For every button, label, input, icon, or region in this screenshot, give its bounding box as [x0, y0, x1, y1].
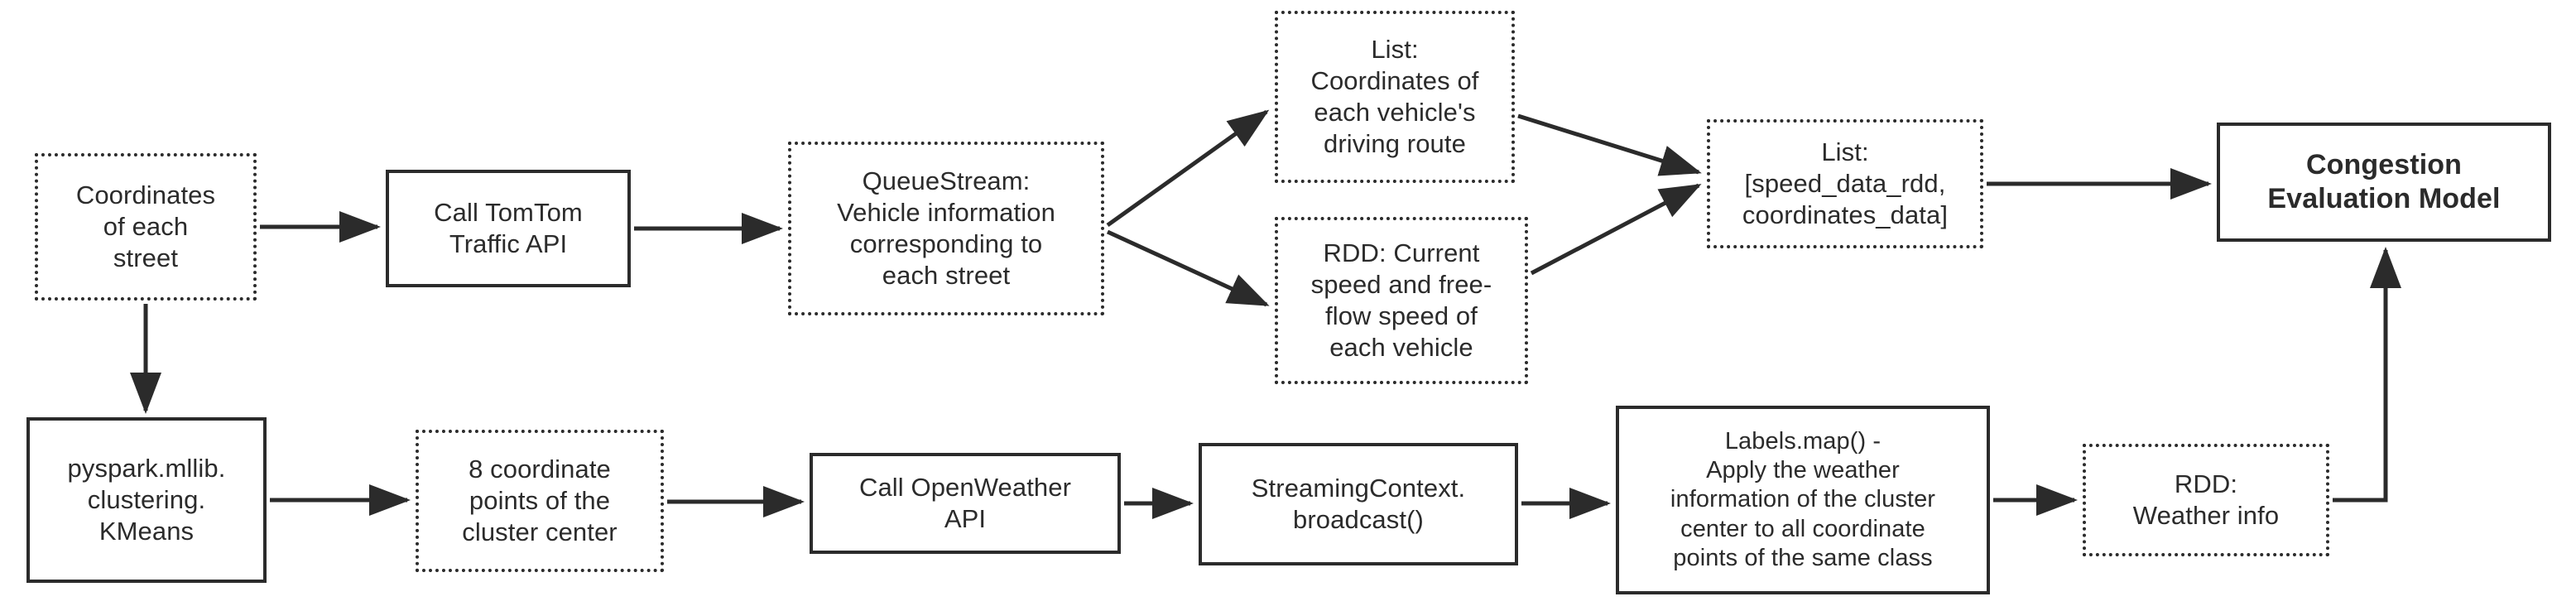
node-label: Call TomTom Traffic API	[434, 198, 583, 258]
node-label: List: [speed_data_rdd, coordinates_data]	[1742, 137, 1949, 229]
node-rdd-weather-info[interactable]: RDD: Weather info	[2083, 444, 2329, 556]
node-label: 8 coordinate points of the cluster cente…	[462, 455, 618, 546]
node-queuestream-vehicle-information[interactable]: QueueStream: Vehicle information corresp…	[788, 142, 1104, 315]
node-rdd-current-and-freeflow-speed[interactable]: RDD: Current speed and free- flow speed …	[1275, 217, 1528, 384]
node-label: List: Coordinates of each vehicle's driv…	[1310, 35, 1479, 158]
node-call-tomtom-traffic-api[interactable]: Call TomTom Traffic API	[386, 170, 631, 287]
edge-rdd-speed-to-list-pair	[1530, 183, 1702, 276]
edge-rdd-weather-to-congestion-model	[2333, 246, 2401, 503]
node-label: RDD: Weather info	[2132, 469, 2280, 530]
edge-queuestream-to-rdd-speed	[1106, 229, 1270, 307]
node-label: pyspark.mllib. clustering. KMeans	[67, 454, 226, 546]
node-streamingcontext-broadcast[interactable]: StreamingContext. broadcast()	[1199, 443, 1518, 565]
node-eight-coordinate-points-cluster-center[interactable]: 8 coordinate points of the cluster cente…	[416, 430, 664, 572]
node-pyspark-mllib-clustering-kmeans[interactable]: pyspark.mllib. clustering. KMeans	[26, 417, 267, 583]
node-label: QueueStream: Vehicle information corresp…	[837, 166, 1055, 290]
node-label: Congestion Evaluation Model	[2267, 148, 2501, 214]
node-label: RDD: Current speed and free- flow speed …	[1310, 238, 1492, 362]
node-list-coordinates-driving-route[interactable]: List: Coordinates of each vehicle's driv…	[1275, 11, 1515, 183]
node-list-speed-data-coordinates-data[interactable]: List: [speed_data_rdd, coordinates_data]	[1707, 119, 1983, 248]
edge-list-routes-to-list-pair	[1517, 113, 1702, 176]
node-congestion-evaluation-model[interactable]: Congestion Evaluation Model	[2217, 123, 2551, 242]
node-label: Labels.map() - Apply the weather informa…	[1670, 427, 1936, 572]
node-label: StreamingContext. broadcast()	[1251, 474, 1466, 534]
node-coordinates-of-each-street[interactable]: Coordinates of each street	[35, 153, 257, 301]
node-label: Coordinates of each street	[75, 180, 216, 272]
node-labels-map-apply-weather-info[interactable]: Labels.map() - Apply the weather informa…	[1616, 406, 1990, 594]
node-call-openweather-api[interactable]: Call OpenWeather API	[810, 453, 1121, 554]
node-label: Call OpenWeather API	[858, 473, 1072, 533]
edge-queuestream-to-list-routes	[1106, 109, 1270, 228]
